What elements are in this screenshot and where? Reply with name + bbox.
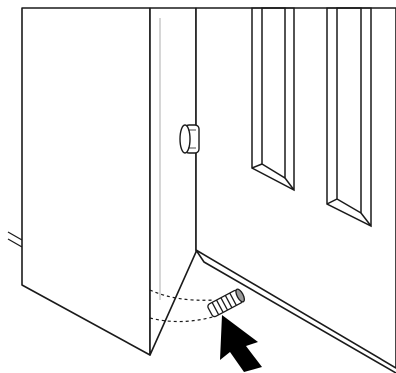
floor-lines xyxy=(7,231,23,248)
leveling-screw-icon xyxy=(207,288,245,318)
door-panel-right xyxy=(326,7,372,228)
rotation-path-lines xyxy=(149,289,217,323)
hinge-icon xyxy=(179,124,200,154)
cabinet-side-panel xyxy=(21,7,197,356)
door-panel-left xyxy=(251,7,295,192)
arrow-up-right-icon xyxy=(220,315,262,372)
